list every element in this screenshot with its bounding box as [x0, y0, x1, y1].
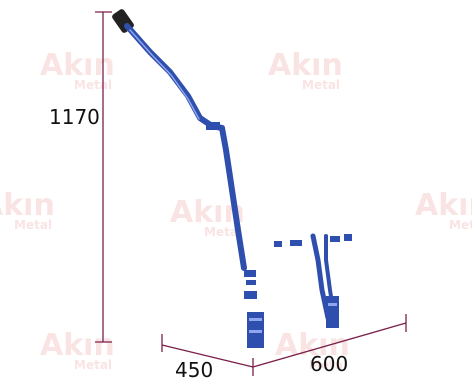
height-label-backdrop [46, 103, 102, 129]
depth-dimension-label: 450 [175, 358, 213, 382]
crossbar [274, 241, 282, 247]
frame-bracket [206, 122, 220, 130]
frame-segment [244, 291, 257, 299]
crossbar [344, 234, 352, 241]
base-plate-highlight [249, 318, 262, 321]
watermark: Akın Metal [40, 328, 115, 372]
hand-truck-frame [112, 9, 352, 348]
height-dimension: 1170 [46, 11, 112, 343]
watermark-main: Akın [40, 328, 115, 363]
width-dimension-line [252, 322, 407, 368]
watermark-sub: Metal [449, 218, 472, 232]
watermark-sub: Metal [74, 78, 112, 92]
watermark-sub: Metal [309, 358, 347, 372]
base-plate-highlight [249, 330, 262, 333]
watermark-sub: Metal [204, 225, 242, 239]
watermark: Akın Metal [268, 48, 343, 92]
watermark: Akın Metal [0, 188, 55, 232]
width-dimension-label: 600 [310, 352, 348, 376]
handle-rail-highlight [129, 29, 200, 120]
crossbar [330, 236, 340, 242]
watermark-main: Akın [268, 48, 343, 83]
depth-dimension-line [161, 344, 254, 368]
crossbar [290, 240, 302, 246]
frame-segment [244, 270, 256, 277]
height-dimension-label: 1170 [49, 105, 100, 129]
depth-dimension: 450 [161, 334, 254, 382]
watermark-main: Akın [0, 188, 55, 223]
watermark: Akın Metal [415, 188, 472, 232]
rear-foot-highlight [328, 303, 337, 306]
watermark-main: Akın [415, 188, 472, 223]
watermark-sub: Metal [14, 218, 52, 232]
rear-foot [326, 296, 339, 328]
watermark-sub: Metal [302, 78, 340, 92]
watermark-main: Akın [40, 48, 115, 83]
watermark-sub: Metal [74, 358, 112, 372]
rear-upright [310, 233, 331, 321]
frame-segment [246, 280, 256, 285]
width-dimension: 600 [252, 314, 407, 376]
